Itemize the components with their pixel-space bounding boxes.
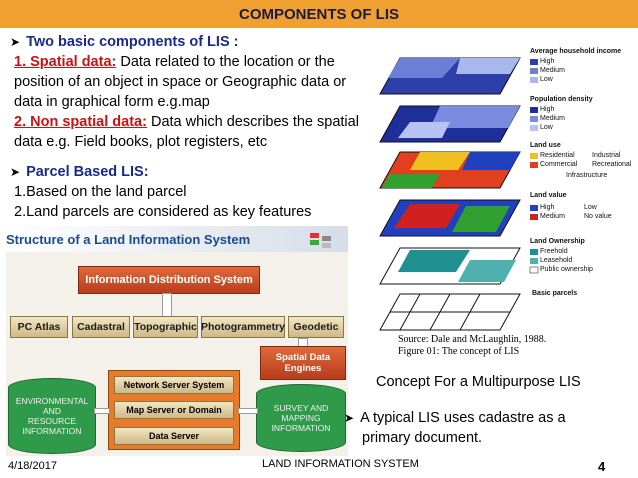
concept-caption: Concept For a Multipurpose LIS xyxy=(376,374,581,390)
connector xyxy=(238,408,258,414)
spatial-data-engines: Spatial Data Engines xyxy=(260,346,346,380)
legend-pop-low: Low xyxy=(540,124,553,131)
legend-income-medium: Medium xyxy=(540,67,565,74)
legend-swatches xyxy=(529,59,539,274)
layer-land-value xyxy=(379,199,521,237)
spatial-data-label: 1. Spatial data: xyxy=(14,54,117,70)
layer-income xyxy=(379,57,521,95)
nonspatial-line-2: data e.g. Field books, plot registers, e… xyxy=(14,134,268,150)
legend-residential: Residential xyxy=(540,152,575,159)
layer-land-use xyxy=(379,151,521,189)
figure-source: Source: Dale and McLaughlin, 1988. xyxy=(398,334,547,345)
legend-industrial: Industrial xyxy=(592,152,621,159)
arrow-bullet-icon: ➤ xyxy=(344,411,355,425)
database-stack-icon xyxy=(310,233,331,248)
layer-ownership xyxy=(379,247,521,285)
data-server: Data Server xyxy=(114,427,234,445)
legend-title-income: Average household income xyxy=(530,48,622,55)
legend-title-ownership: Land Ownership xyxy=(530,238,585,245)
page-number: 4 xyxy=(598,459,606,474)
module-topographic: Topographic xyxy=(133,316,198,338)
bullet-cadastre-line-2: primary document. xyxy=(362,430,483,446)
legend-value-high: High xyxy=(540,204,555,211)
nonspatial-data-label: 2. Non spatial data: xyxy=(14,114,147,130)
network-server-system: Network Server System xyxy=(114,376,234,394)
layer-basic-parcels xyxy=(379,293,521,331)
legend-public: Public ownership xyxy=(540,266,593,273)
module-photogrammetry: Photogrammetry xyxy=(201,316,285,338)
legend-title-land-use: Land use xyxy=(530,142,561,149)
module-pc-atlas: PC Atlas xyxy=(10,316,68,338)
legend-value-medium: Medium xyxy=(540,213,565,220)
legend-leasehold: Leasehold xyxy=(540,257,573,264)
slide-title: COMPONENTS OF LIS xyxy=(238,5,399,23)
legend-title-land-value: Land value xyxy=(530,192,567,199)
legend-title-population: Population density xyxy=(530,96,593,103)
footer-title: LAND INFORMATION SYSTEM xyxy=(262,458,419,470)
legend-commercial: Commercial xyxy=(540,161,578,168)
connector xyxy=(162,293,172,317)
parcel-item-2: 2.Land parcels are considered as key fea… xyxy=(14,204,312,220)
legend-value-low: Low xyxy=(584,204,597,211)
footer-date: 4/18/2017 xyxy=(8,460,57,472)
figure-caption: Figure 01: The concept of LIS xyxy=(398,346,520,357)
heading-components: ➤Two basic components of LIS : xyxy=(10,34,239,50)
map-server: Map Server or Domain xyxy=(114,401,234,419)
bullet-cadastre-line-1: ➤A typical LIS uses cadastre as a xyxy=(344,410,566,426)
legend-pop-high: High xyxy=(540,106,555,113)
spatial-line-1: 1. Spatial data: Data related to the loc… xyxy=(14,54,335,70)
slide-title-bar: COMPONENTS OF LIS xyxy=(0,0,638,28)
legend-freehold: Freehold xyxy=(540,248,568,255)
parcel-item-1: 1.Based on the land parcel xyxy=(14,184,187,200)
legend-title-parcels: Basic parcels xyxy=(532,290,578,297)
connector xyxy=(94,408,110,414)
spatial-line-3: data in graphical form e.g.map xyxy=(14,94,210,110)
legend-pop-medium: Medium xyxy=(540,115,565,122)
legend-income-high: High xyxy=(540,58,555,65)
legend-infrastructure: Infrastructure xyxy=(566,172,608,179)
spatial-line-2: position of an object in space or Geogra… xyxy=(14,74,347,90)
nonspatial-line-1: 2. Non spatial data: Data which describe… xyxy=(14,114,359,130)
legend-recreational: Recreational xyxy=(592,161,632,168)
module-geodetic: Geodetic xyxy=(288,316,344,338)
information-distribution-box: Information Distribution System xyxy=(78,266,260,294)
lis-layers-figure xyxy=(379,57,521,331)
diagram-title-band xyxy=(6,226,348,252)
module-cadastral: Cadastral xyxy=(72,316,130,338)
heading-parcel-based: ➤Parcel Based LIS: xyxy=(10,164,149,180)
arrow-bullet-icon: ➤ xyxy=(10,165,21,179)
legend-income-low: Low xyxy=(540,76,553,83)
legend-value-none: No value xyxy=(584,213,612,220)
diagram-title: Structure of a Land Information System xyxy=(6,232,251,247)
arrow-bullet-icon: ➤ xyxy=(10,35,21,49)
layer-population xyxy=(379,105,521,143)
